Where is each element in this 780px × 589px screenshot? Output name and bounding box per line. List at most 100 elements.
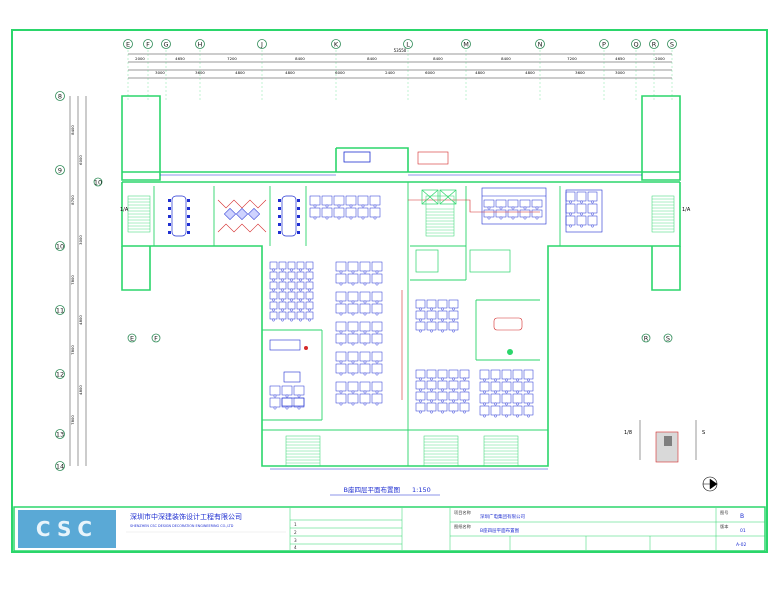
north-arrow-icon bbox=[702, 476, 718, 492]
workstation-chair bbox=[285, 394, 289, 398]
workstation-desk bbox=[369, 195, 381, 206]
workstation-chair bbox=[516, 414, 519, 418]
workstation-desk bbox=[333, 207, 345, 218]
workstation-chair bbox=[375, 312, 379, 316]
workstation-chair bbox=[516, 390, 519, 394]
workstation-desk bbox=[359, 261, 371, 272]
svg-text:2000: 2000 bbox=[135, 56, 145, 61]
grid-label-e: E bbox=[126, 41, 130, 49]
workstation-desk bbox=[565, 215, 576, 226]
workstation-desk bbox=[483, 209, 495, 218]
workstation-chair bbox=[299, 298, 302, 302]
pantry-block bbox=[481, 187, 603, 233]
meeting-chair bbox=[297, 215, 300, 218]
workstation-chair bbox=[363, 390, 367, 394]
workstation-desk bbox=[296, 301, 305, 310]
svg-text:4800: 4800 bbox=[78, 385, 83, 395]
workstation-chair bbox=[483, 378, 486, 382]
svg-text:6000: 6000 bbox=[335, 70, 345, 75]
company-name-en: SHENZHEN CSC DESIGN DECORATION ENGINEERI… bbox=[130, 524, 234, 528]
svg-text:4800: 4800 bbox=[285, 70, 295, 75]
workstation-desk bbox=[369, 207, 381, 218]
workstation-chair bbox=[375, 372, 379, 376]
revision-row-2: 2 bbox=[294, 530, 297, 535]
workstation-chair bbox=[499, 206, 503, 210]
workstation-desk bbox=[335, 303, 347, 314]
workstation-desk bbox=[335, 261, 347, 272]
workstation-desk bbox=[335, 381, 347, 392]
workstation-chair bbox=[463, 399, 466, 403]
workstation-chair bbox=[351, 342, 355, 346]
grid-label-11: 11 bbox=[56, 307, 64, 315]
svg-text:8400: 8400 bbox=[295, 56, 305, 61]
workstation-desk bbox=[269, 397, 281, 408]
workstation-desk bbox=[371, 261, 383, 272]
workstation-chair bbox=[363, 360, 367, 364]
workstation-chair bbox=[281, 288, 284, 292]
workstation-desk bbox=[278, 291, 287, 300]
workstation-desk bbox=[426, 321, 437, 331]
grid-label-12: 12 bbox=[56, 371, 64, 379]
grid-label-s: S bbox=[670, 41, 674, 49]
workstation-desk bbox=[371, 381, 383, 392]
workstation-desk bbox=[426, 369, 437, 379]
meeting-chair bbox=[187, 223, 190, 226]
workstation-desk bbox=[371, 393, 383, 404]
workstation-chair bbox=[375, 402, 379, 406]
workstation-desk bbox=[335, 351, 347, 362]
grid-bubble-s bbox=[667, 39, 677, 49]
grid-label-k: K bbox=[334, 41, 339, 49]
workstation-desk bbox=[371, 351, 383, 362]
workstation-chair bbox=[351, 372, 355, 376]
workstation-desk bbox=[347, 291, 359, 302]
north-core-desk bbox=[417, 151, 449, 165]
meeting-chair bbox=[297, 199, 300, 202]
workstation-chair bbox=[494, 414, 497, 418]
grid-label-h: H bbox=[198, 41, 203, 49]
workstation-desk bbox=[490, 369, 501, 380]
workstation-chair bbox=[325, 204, 329, 208]
workstation-desk bbox=[347, 273, 359, 284]
workstation-desk bbox=[495, 199, 507, 208]
workstation-desk bbox=[269, 301, 278, 310]
elevator-core bbox=[415, 189, 511, 273]
workstation-chair bbox=[419, 399, 422, 403]
workstation-desk bbox=[269, 311, 278, 320]
meeting-chair bbox=[168, 215, 171, 218]
left-dim-texts: 8400 8700 7800 7800 7800 6000 3000 4800 … bbox=[70, 125, 83, 425]
workstation-chair bbox=[363, 330, 367, 334]
workstation-desk bbox=[437, 321, 448, 331]
grid-bubble-m bbox=[461, 39, 471, 49]
workstation-desk bbox=[490, 393, 501, 404]
meeting-chair bbox=[297, 231, 300, 234]
meeting-chair bbox=[297, 223, 300, 226]
workstation-chair bbox=[299, 268, 302, 272]
workstation-desk bbox=[448, 369, 459, 379]
workstation-desk bbox=[347, 303, 359, 314]
grid-bubble-h bbox=[195, 39, 205, 49]
workstation-chair bbox=[290, 298, 293, 302]
svg-text:6000: 6000 bbox=[78, 155, 83, 165]
workstation-desk bbox=[523, 381, 534, 392]
workstation-chair bbox=[487, 206, 491, 210]
grid-bubble-r bbox=[649, 39, 659, 49]
workstation-desk bbox=[281, 397, 293, 408]
svg-text:7800: 7800 bbox=[70, 415, 75, 425]
workstation-desk bbox=[296, 271, 305, 280]
workstation-desk bbox=[507, 209, 519, 218]
workstation-chair bbox=[430, 329, 433, 333]
workstation-desk bbox=[371, 273, 383, 284]
left-office-furniture bbox=[269, 339, 308, 407]
workstation-desk bbox=[501, 393, 512, 404]
company-logo: CSC bbox=[36, 517, 98, 541]
grid-bubble-e bbox=[123, 39, 133, 49]
page-value: A-02 bbox=[736, 542, 746, 548]
workstation-desk bbox=[281, 385, 293, 396]
grid-label-9: 9 bbox=[58, 167, 62, 175]
workstation-chair bbox=[569, 212, 572, 216]
workstation-desk bbox=[309, 195, 321, 206]
meeting-chairs bbox=[168, 199, 300, 234]
revision-row-3: 3 bbox=[294, 538, 297, 543]
